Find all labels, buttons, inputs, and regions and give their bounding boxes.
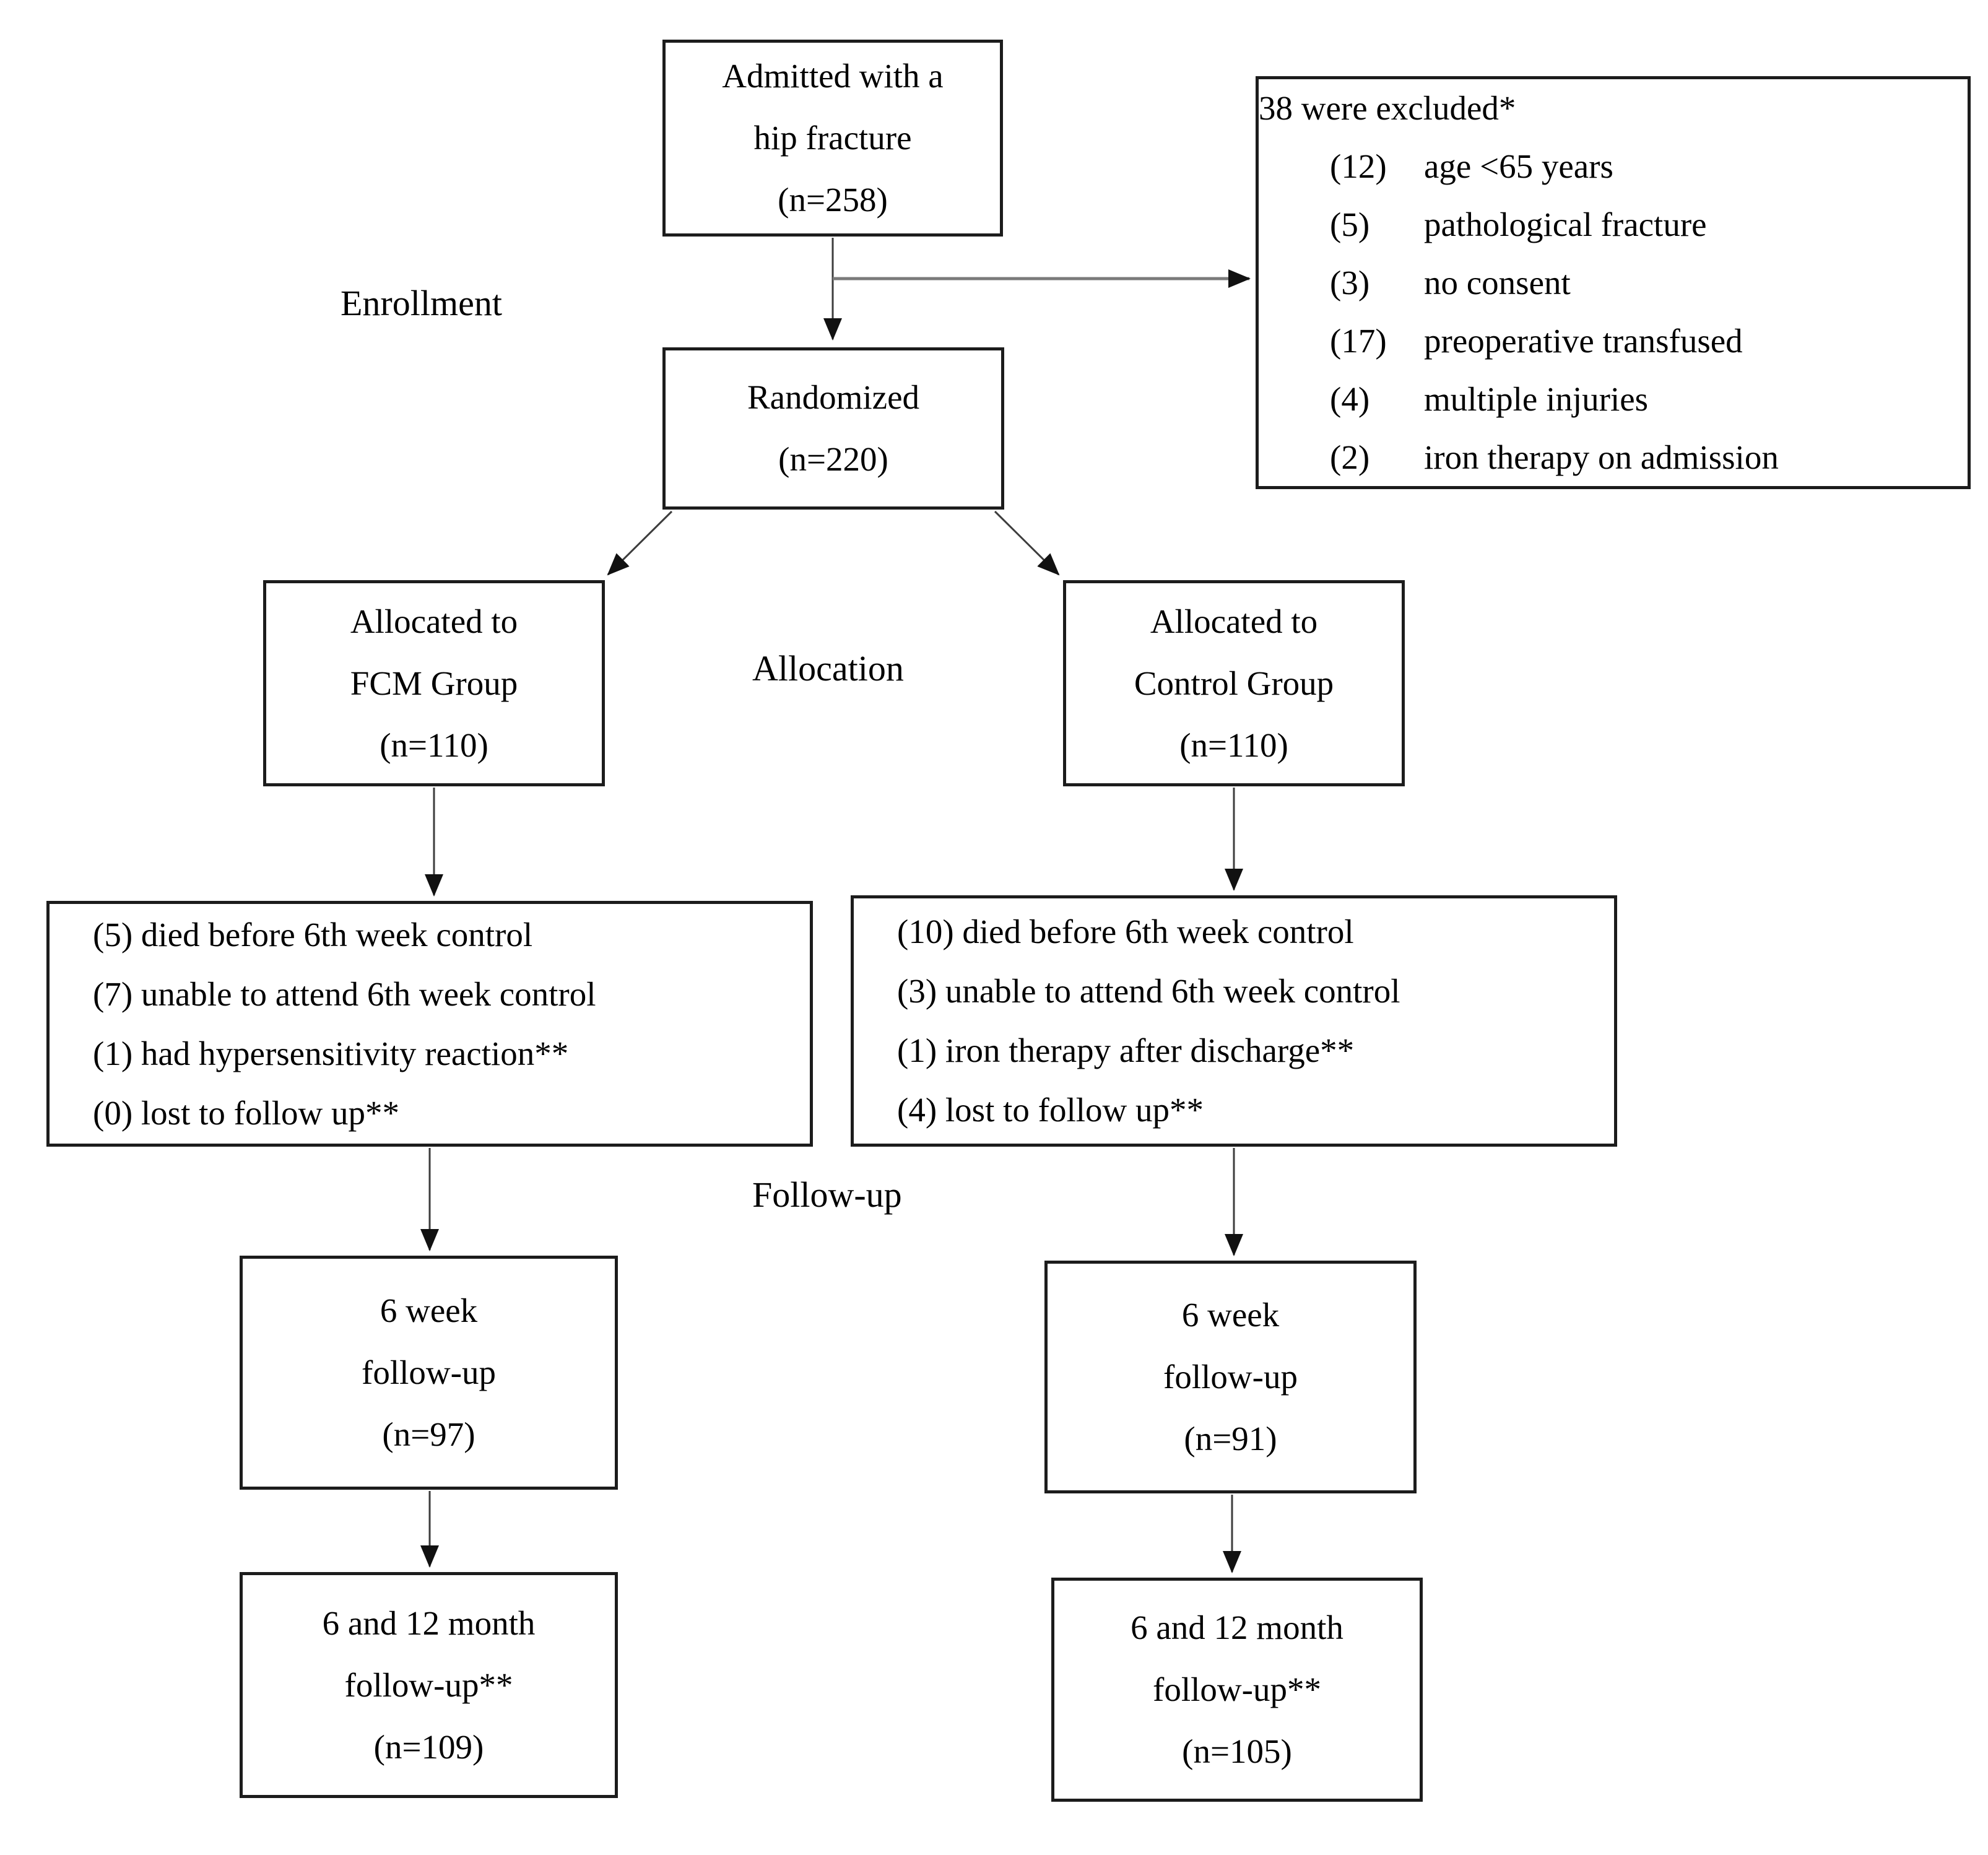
box-fcm-6week-n: (n=97) <box>382 1415 475 1453</box>
excluded-item-reason: iron therapy on admission <box>1424 438 1779 476</box>
excluded-item: (3) no consent <box>1330 254 1571 312</box>
box-randomized-line: Randomized <box>747 378 919 416</box>
excluded-item-reason: age <65 years <box>1424 147 1613 185</box>
withdrawal-item: (7) unable to attend 6th week control <box>93 975 596 1013</box>
excluded-item-count: (3) <box>1330 263 1370 302</box>
excluded-item: (12) age <65 years <box>1330 137 1613 196</box>
arrow-randomized-to-fcm-group <box>607 510 673 576</box>
withdrawal-item: (5) died before 6th week control <box>93 915 533 954</box>
box-control-n: (n=110) <box>1179 726 1288 764</box>
section-label-follow-up: Follow-up <box>752 1175 902 1215</box>
box-control-6week-n: (n=91) <box>1184 1420 1277 1458</box>
excluded-item-reason: no consent <box>1424 263 1571 302</box>
withdrawal-item: (4) lost to follow up** <box>897 1091 1204 1129</box>
box-fcm-line: Allocated to <box>350 602 518 640</box>
excluded-item: (5) pathological fracture <box>1330 196 1707 254</box>
excluded-item-count: (4) <box>1330 380 1370 418</box>
box-fcm-n: (n=110) <box>380 726 488 764</box>
box-admitted-n: (n=258) <box>778 181 888 219</box>
box-control-6week-line: follow-up <box>1163 1358 1298 1396</box>
box-admitted-line: Admitted with a <box>722 57 944 95</box>
box-control-612-n: (n=105) <box>1182 1732 1292 1770</box>
box-control-line: Control Group <box>1134 664 1334 702</box>
box-randomized-n: (n=220) <box>778 440 888 478</box>
excluded-item-reason: preoperative transfused <box>1424 321 1743 360</box>
box-control-withdrawals: (10) died before 6th week control (3) un… <box>851 895 1617 1147</box>
box-control-612-line: 6 and 12 month <box>1131 1609 1343 1646</box>
withdrawal-item: (3) unable to attend 6th week control <box>897 972 1400 1010</box>
arrow-randomized-to-control-group <box>994 510 1060 576</box>
box-allocated-fcm-group: Allocated to FCM Group (n=110) <box>263 580 605 786</box>
excluded-item-count: (12) <box>1330 147 1387 185</box>
box-fcm-6-12month-followup: 6 and 12 month follow-up** (n=109) <box>240 1572 618 1798</box>
box-control-line: Allocated to <box>1150 602 1318 640</box>
box-admitted: Admitted with a hip fracture (n=258) <box>662 40 1003 237</box>
box-fcm-612-line: 6 and 12 month <box>322 1604 536 1642</box>
box-allocated-control-group: Allocated to Control Group (n=110) <box>1063 580 1405 786</box>
box-admitted-line: hip fracture <box>753 119 912 157</box>
excluded-item-reason: multiple injuries <box>1424 380 1649 418</box>
box-control-612-line: follow-up** <box>1153 1670 1321 1708</box>
box-fcm-6week-line: follow-up <box>362 1353 496 1391</box>
box-control-6week-followup: 6 week follow-up (n=91) <box>1044 1261 1417 1493</box>
box-excluded: 38 were excluded* (12) age <65 years (5)… <box>1256 76 1971 489</box>
excluded-item: (4) multiple injuries <box>1330 370 1648 428</box>
box-fcm-612-n: (n=109) <box>373 1727 484 1766</box>
excluded-item-count: (5) <box>1330 205 1370 243</box>
box-excluded-title: 38 were excluded* <box>1259 89 1516 127</box>
box-fcm-612-line: follow-up** <box>344 1666 513 1704</box>
withdrawal-item: (0) lost to follow up** <box>93 1093 399 1132</box>
box-fcm-withdrawals: (5) died before 6th week control (7) una… <box>46 901 813 1147</box>
box-fcm-6week-followup: 6 week follow-up (n=97) <box>240 1256 618 1490</box>
excluded-item-reason: pathological fracture <box>1424 205 1707 243</box>
excluded-item-count: (2) <box>1330 438 1370 476</box>
box-control-6-12month-followup: 6 and 12 month follow-up** (n=105) <box>1051 1578 1423 1802</box>
withdrawal-item: (10) died before 6th week control <box>897 913 1354 950</box>
withdrawal-item: (1) had hypersensitivity reaction** <box>93 1034 569 1072</box>
withdrawal-item: (1) iron therapy after discharge** <box>897 1032 1355 1069</box>
excluded-item-count: (17) <box>1330 321 1387 360</box>
section-label-enrollment: Enrollment <box>341 283 502 323</box>
box-fcm-6week-line: 6 week <box>380 1292 478 1329</box>
box-control-6week-line: 6 week <box>1181 1296 1280 1334</box>
excluded-item: (17) preoperative transfused <box>1330 312 1743 370</box>
excluded-item: (2) iron therapy on admission <box>1330 428 1779 487</box>
box-fcm-line: FCM Group <box>350 664 518 702</box>
box-randomized: Randomized (n=220) <box>662 347 1004 510</box>
section-label-allocation: Allocation <box>752 648 904 689</box>
